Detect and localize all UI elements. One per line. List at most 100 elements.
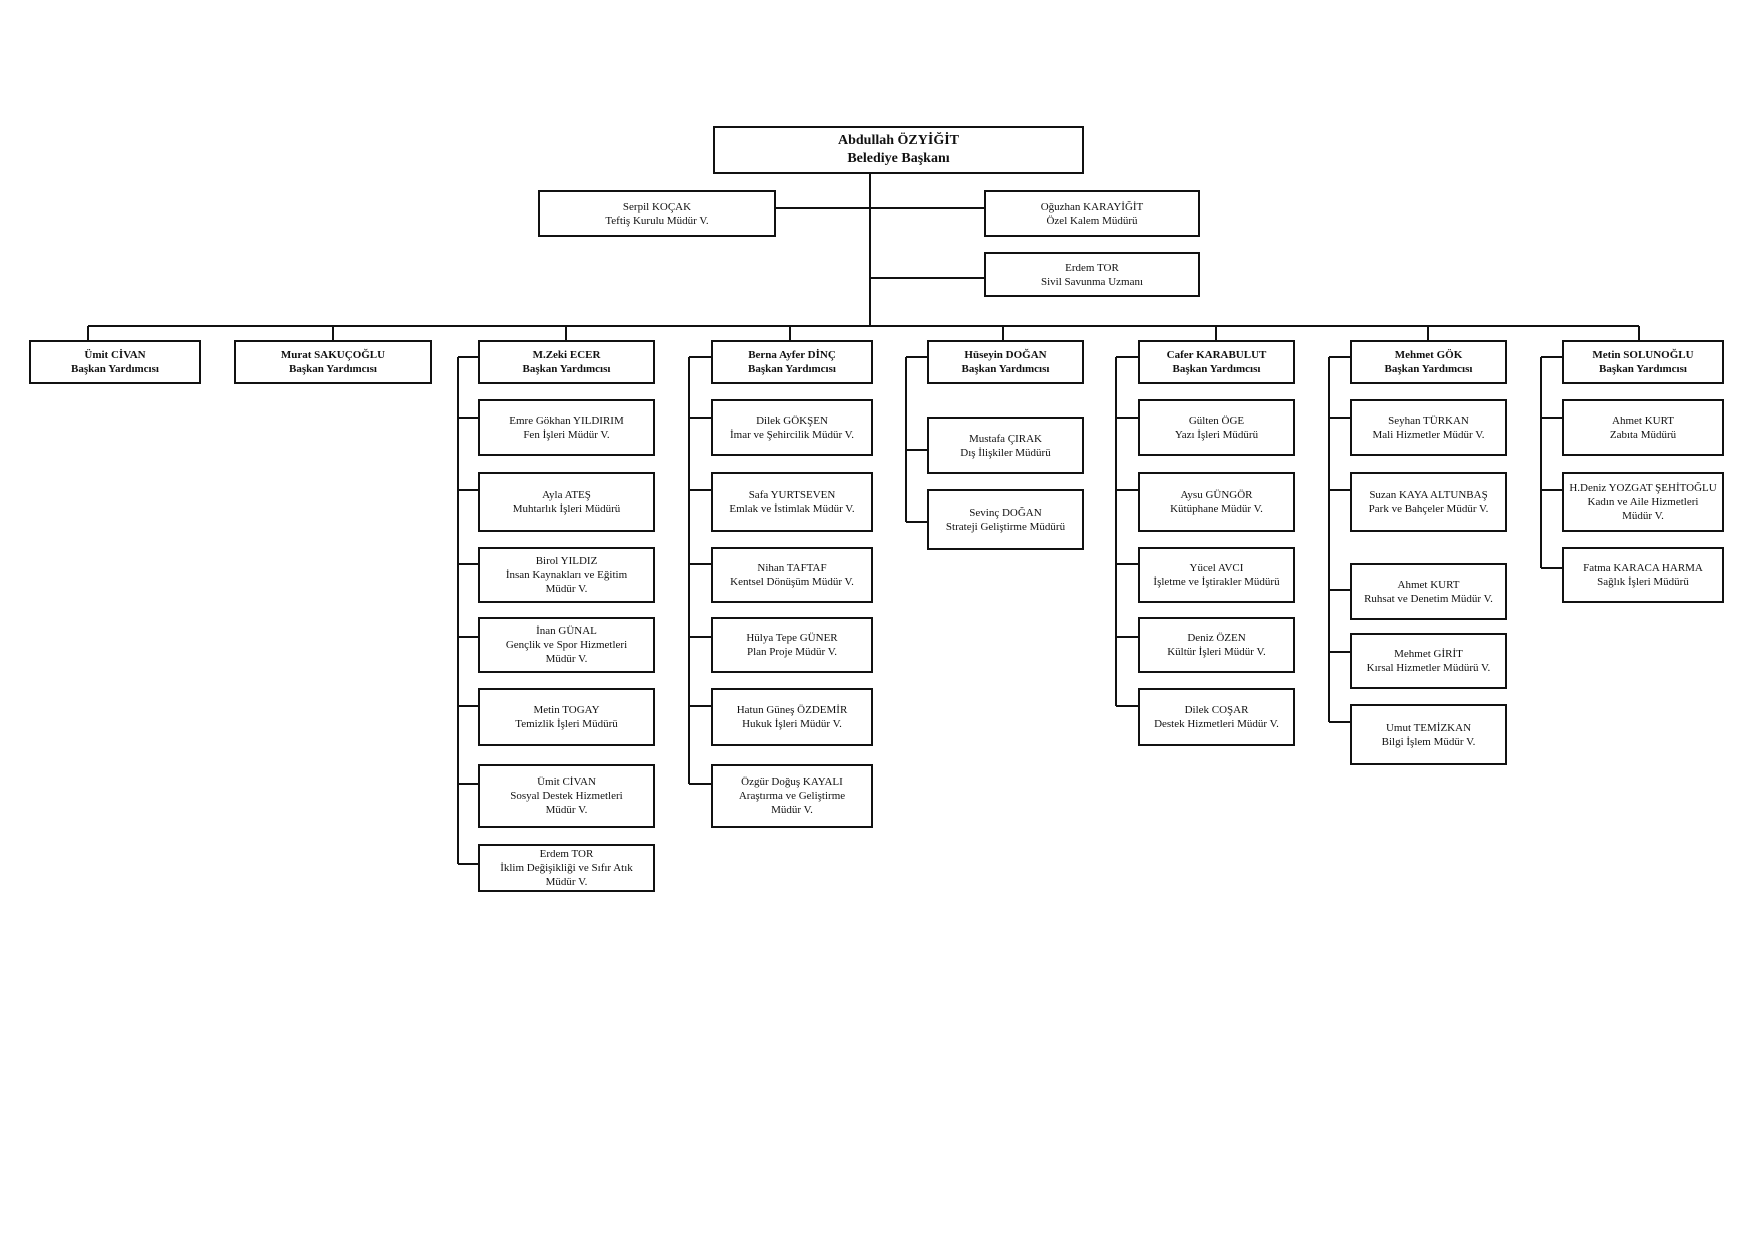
staff-box: Serpil KOÇAK Teftiş Kurulu Müdür V. — [538, 190, 776, 237]
deputy-box: Murat SAKUÇOĞLU Başkan Yardımcısı — [234, 340, 432, 384]
person-title: Park ve Bahçeler Müdür V. — [1368, 503, 1489, 515]
person-name: Umut TEMİZKAN — [1385, 721, 1472, 734]
unit-box: Suzan KAYA ALTUNBAŞ Park ve Bahçeler Müd… — [1350, 472, 1507, 532]
person-name: H.Deniz YOZGAT ŞEHİTOĞLU — [1569, 482, 1717, 494]
person-name: Dilek GÖKŞEN — [756, 414, 828, 427]
person-name: İnan GÜNAL — [536, 625, 597, 637]
unit-box: Umut TEMİZKAN Bilgi İşlem Müdür V. — [1350, 704, 1507, 765]
unit-box: Özgür Doğuş KAYALI Araştırma ve Geliştir… — [711, 764, 873, 828]
person-title: Emlak ve İstimlak Müdür V. — [729, 503, 855, 515]
person-title-line2: Müdür V. — [545, 583, 588, 595]
person-name: Suzan KAYA ALTUNBAŞ — [1369, 489, 1488, 501]
person-name: Oğuzhan KARAYİĞİT — [1040, 200, 1144, 213]
person-name: Sevinç DOĞAN — [969, 506, 1042, 519]
person-title: Destek Hizmetleri Müdür V. — [1154, 718, 1279, 730]
staff-box: Oğuzhan KARAYİĞİT Özel Kalem Müdürü — [984, 190, 1200, 237]
person-title: Kültür İşleri Müdür V. — [1167, 646, 1266, 658]
person-title: Muhtarlık İşleri Müdürü — [512, 503, 621, 515]
person-title: Başkan Yardımcısı — [1172, 363, 1261, 375]
person-name: Yücel AVCI — [1189, 562, 1244, 574]
unit-box: Emre Gökhan YILDIRIM Fen İşleri Müdür V. — [478, 399, 655, 456]
person-title: Kentsel Dönüşüm Müdür V. — [730, 576, 854, 588]
person-title: Teftiş Kurulu Müdür V. — [605, 214, 709, 227]
person-title: Başkan Yardımcısı — [289, 363, 377, 375]
unit-box: Nihan TAFTAF Kentsel Dönüşüm Müdür V. — [711, 547, 873, 603]
person-title: Dış İlişkiler Müdürü — [960, 446, 1051, 459]
person-name: Ahmet KURT — [1397, 578, 1460, 591]
person-title: Başkan Yardımcısı — [522, 363, 611, 375]
unit-box: Mehmet GİRİT Kırsal Hizmetler Müdürü V. — [1350, 633, 1507, 689]
person-title: Zabıta Müdürü — [1609, 428, 1677, 441]
person-title-line2: Müdür V. — [545, 653, 588, 665]
person-title: Araştırma ve Geliştirme — [738, 790, 846, 802]
person-title: Sosyal Destek Hizmetleri — [510, 790, 623, 802]
person-title: Başkan Yardımcısı — [748, 363, 836, 375]
person-name: Ümit CİVAN — [84, 349, 146, 361]
person-name: Metin SOLUNOĞLU — [1592, 349, 1694, 361]
person-title: Başkan Yardımcısı — [71, 363, 159, 375]
deputy-box: Mehmet GÖK Başkan Yardımcısı — [1350, 340, 1507, 384]
person-name: Mustafa ÇIRAK — [968, 432, 1043, 445]
person-name: Metin TOGAY — [533, 704, 600, 716]
deputy-box: Hüseyin DOĞAN Başkan Yardımcısı — [927, 340, 1084, 384]
unit-box: Aysu GÜNGÖR Kütüphane Müdür V. — [1138, 472, 1295, 532]
person-name: Safa YURTSEVEN — [748, 489, 836, 501]
person-title: Kırsal Hizmetler Müdürü V. — [1366, 662, 1491, 674]
deputy-box: Ümit CİVAN Başkan Yardımcısı — [29, 340, 201, 384]
person-title: Kütüphane Müdür V. — [1170, 503, 1263, 515]
person-title: Bilgi İşlem Müdür V. — [1381, 735, 1476, 748]
unit-box: Gülten ÖGE Yazı İşleri Müdürü — [1138, 399, 1295, 456]
person-title: Fen İşleri Müdür V. — [523, 428, 610, 441]
person-name: Serpil KOÇAK — [622, 200, 692, 213]
person-title-line2: Müdür V. — [771, 804, 813, 816]
person-name: Mehmet GİRİT — [1394, 648, 1463, 660]
person-title-line2: Müdür V. — [1622, 510, 1664, 522]
person-name: Berna Ayfer DİNÇ — [748, 349, 836, 361]
person-name: Emre Gökhan YILDIRIM — [509, 414, 624, 427]
person-title: Sağlık İşleri Müdürü — [1597, 576, 1689, 588]
person-name: M.Zeki ECER — [532, 349, 601, 361]
person-title: Belediye Başkanı — [847, 151, 950, 166]
unit-box: Ayla ATEŞ Muhtarlık İşleri Müdürü — [478, 472, 655, 532]
person-name: Gülten ÖGE — [1188, 414, 1245, 427]
unit-box: Hülya Tepe GÜNER Plan Proje Müdür V. — [711, 617, 873, 673]
unit-box: Ahmet KURT Ruhsat ve Denetim Müdür V. — [1350, 563, 1507, 620]
person-name: Mehmet GÖK — [1394, 349, 1463, 361]
person-name: Aysu GÜNGÖR — [1180, 489, 1253, 501]
unit-box: Dilek GÖKŞEN İmar ve Şehircilik Müdür V. — [711, 399, 873, 456]
unit-box: Safa YURTSEVEN Emlak ve İstimlak Müdür V… — [711, 472, 873, 532]
person-title: Özel Kalem Müdürü — [1046, 214, 1138, 227]
person-name: Ümit CİVAN — [537, 776, 596, 788]
person-title: İşletme ve İştirakler Müdürü — [1153, 576, 1280, 588]
person-name: Nihan TAFTAF — [757, 562, 827, 574]
person-name: Özgür Doğuş KAYALI — [741, 776, 843, 788]
unit-box: Ümit CİVAN Sosyal Destek Hizmetleri Müdü… — [478, 764, 655, 828]
unit-box: Ahmet KURT Zabıta Müdürü — [1562, 399, 1724, 456]
unit-box: Dilek COŞAR Destek Hizmetleri Müdür V. — [1138, 688, 1295, 746]
person-title: Hukuk İşleri Müdür V. — [742, 718, 842, 730]
unit-box: İnan GÜNAL Gençlik ve Spor Hizmetleri Mü… — [478, 617, 655, 673]
unit-box: Erdem TOR İklim Değişikliği ve Sıfır Atı… — [478, 844, 655, 892]
person-title: Mali Hizmetler Müdür V. — [1372, 428, 1485, 441]
person-title: Ruhsat ve Denetim Müdür V. — [1364, 592, 1493, 605]
person-name: Erdem TOR — [1065, 261, 1119, 274]
unit-box: Hatun Güneş ÖZDEMİR Hukuk İşleri Müdür V… — [711, 688, 873, 746]
person-title: Sivil Savunma Uzmanı — [1040, 275, 1144, 288]
person-title: Temizlik İşleri Müdürü — [515, 718, 618, 730]
unit-box: Sevinç DOĞAN Strateji Geliştirme Müdürü — [927, 489, 1084, 550]
person-name: Dilek COŞAR — [1184, 704, 1249, 716]
unit-box: Deniz ÖZEN Kültür İşleri Müdür V. — [1138, 617, 1295, 673]
person-name: Erdem TOR — [539, 848, 594, 860]
person-name: Birol YILDIZ — [535, 555, 598, 567]
person-name: Hüseyin DOĞAN — [964, 349, 1047, 361]
person-title: Gençlik ve Spor Hizmetleri — [505, 639, 628, 651]
person-title: İmar ve Şehircilik Müdür V. — [730, 428, 854, 441]
person-title: Kadın ve Aile Hizmetleri — [1587, 496, 1699, 508]
person-title: Strateji Geliştirme Müdürü — [945, 520, 1066, 533]
deputy-box: M.Zeki ECER Başkan Yardımcısı — [478, 340, 655, 384]
person-name: Hülya Tepe GÜNER — [746, 632, 838, 644]
unit-box: Fatma KARACA HARMA Sağlık İşleri Müdürü — [1562, 547, 1724, 603]
person-name: Ayla ATEŞ — [542, 489, 591, 501]
person-name: Ahmet KURT — [1612, 414, 1674, 427]
